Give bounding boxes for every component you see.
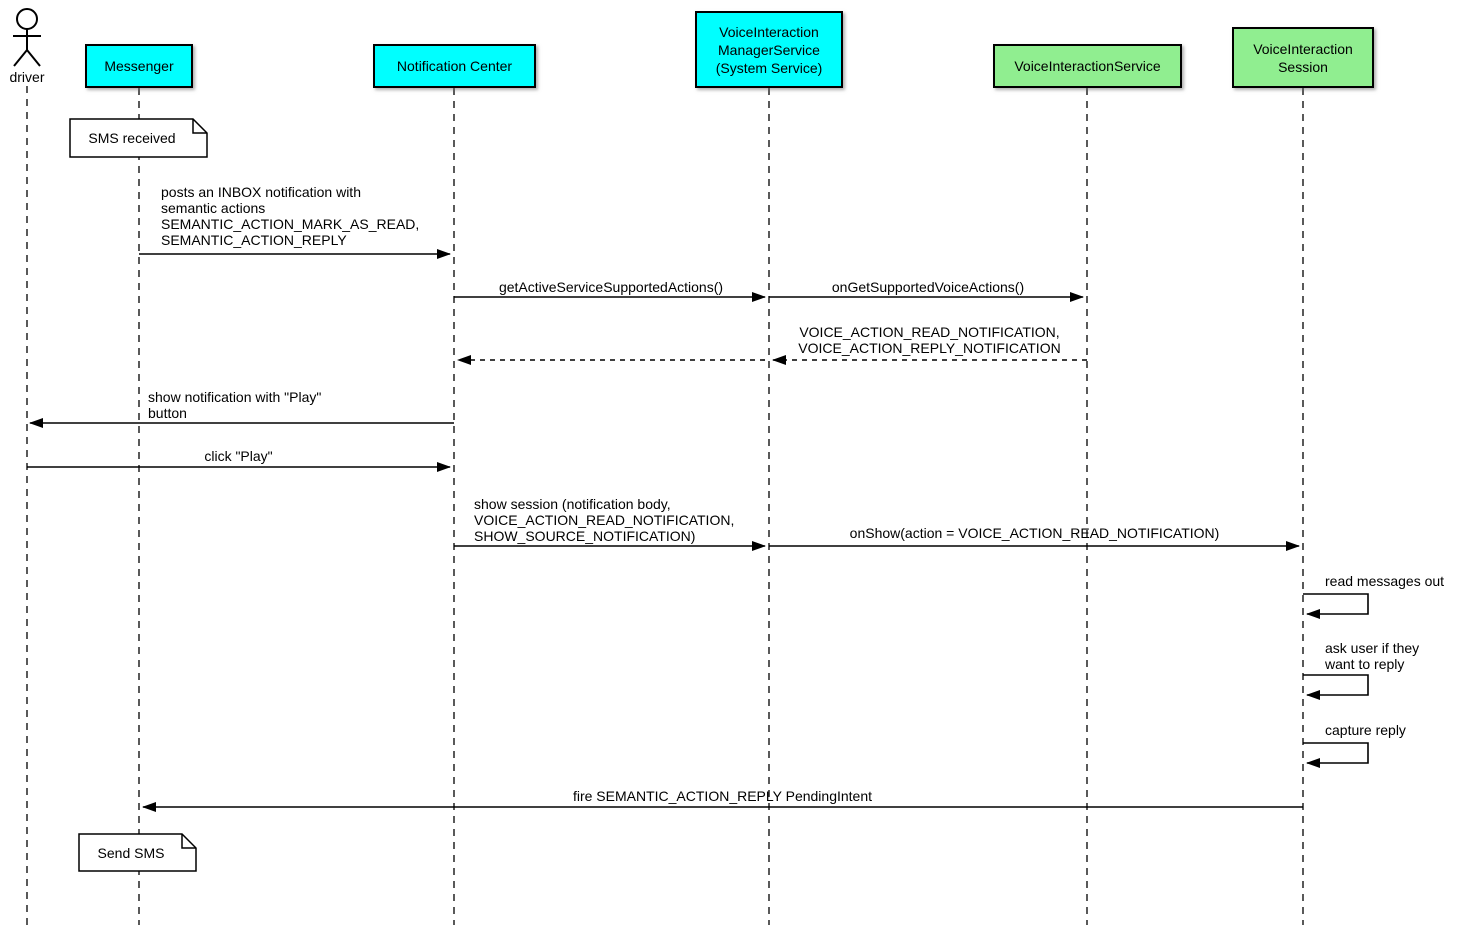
- actor-left-leg: [13, 49, 28, 67]
- self-arrow-capture-reply: [1303, 742, 1369, 768]
- message-label-on-show: onShow(action = VOICE_ACTION_READ_NOTIFI…: [849, 525, 1220, 541]
- note-shape-send-sms: [78, 833, 197, 872]
- message-label-posts-inbox-notification: posts an INBOX notification with semanti…: [161, 184, 420, 248]
- note-send-sms: Send SMS: [97, 844, 165, 861]
- self-arrow-read-messages-out: [1303, 593, 1369, 619]
- participant-voice-interaction-service: VoiceInteractionService: [993, 44, 1182, 88]
- message-label-read-messages-out: read messages out: [1325, 573, 1445, 589]
- message-label-get-active-service-supported-actions: getActiveServiceSupportedActions(): [498, 279, 724, 295]
- message-label-capture-reply: capture reply: [1325, 722, 1406, 738]
- participant-notification-center: Notification Center: [373, 44, 536, 88]
- note-fold-send-sms: [181, 834, 196, 849]
- participant-voice-interaction-manager-service: VoiceInteraction ManagerService (System …: [695, 11, 843, 88]
- actor-label-driver: driver: [9, 69, 45, 85]
- actor-head: [16, 8, 38, 30]
- message-label-show-notification-play: show notification with "Play" button: [148, 389, 322, 421]
- message-label-voice-actions-return: VOICE_ACTION_READ_NOTIFICATION, VOICE_AC…: [798, 324, 1061, 356]
- message-label-on-get-supported-voice-actions: onGetSupportedVoiceActions(): [831, 279, 1025, 295]
- note-sms-received: SMS received: [88, 130, 176, 146]
- message-label-ask-user-reply: ask user if they want to reply: [1325, 640, 1420, 672]
- message-label-click-play: click "Play": [204, 448, 273, 464]
- message-label-fire-semantic-action-reply: fire SEMANTIC_ACTION_REPLY PendingIntent: [572, 788, 873, 804]
- actor-right-leg: [26, 49, 41, 67]
- note-fold-sms-received: [192, 119, 207, 134]
- participant-voice-interaction-session: VoiceInteraction Session: [1232, 27, 1374, 88]
- participant-messenger: Messenger: [85, 44, 193, 88]
- note-shape-sms-received: [69, 118, 208, 158]
- self-arrow-ask-user-reply: [1303, 674, 1369, 700]
- actor-figure-driver: [13, 8, 41, 67]
- message-label-show-session: show session (notification body, VOICE_A…: [474, 496, 735, 544]
